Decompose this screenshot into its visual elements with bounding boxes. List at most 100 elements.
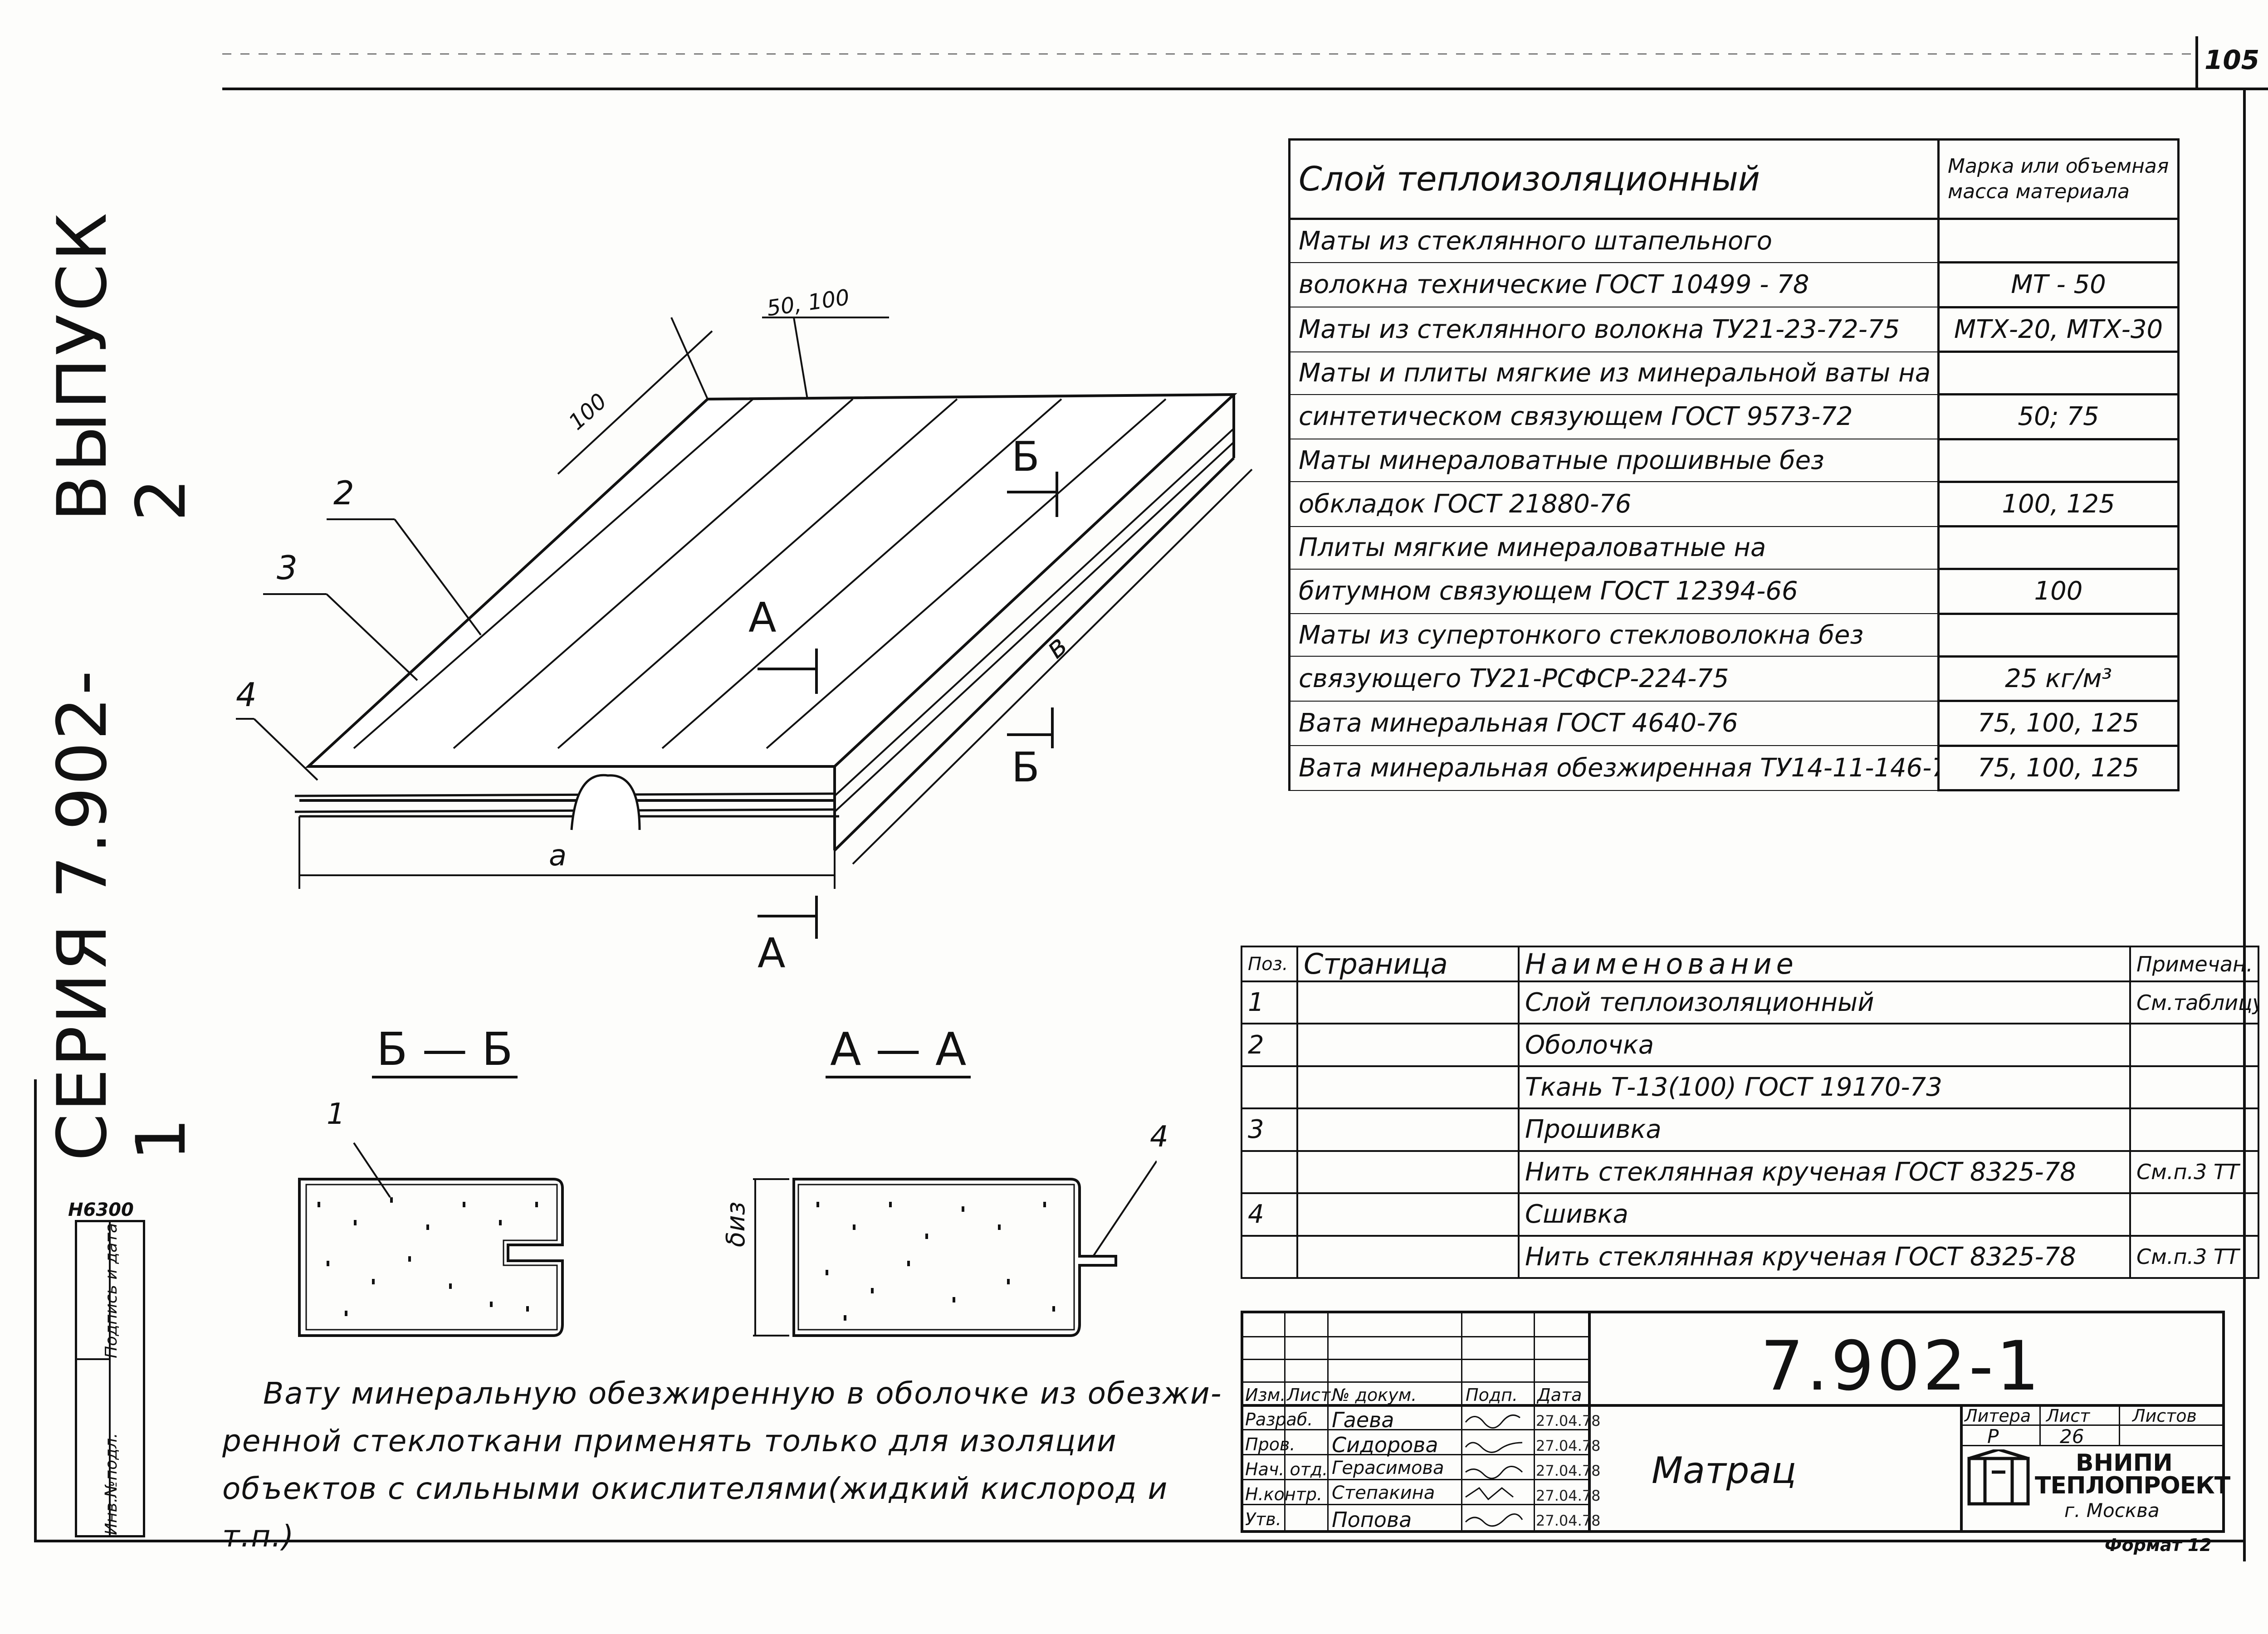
spec-row: Ткань Т-13(100) ГОСТ 19170-73 [1241, 1065, 2259, 1110]
materials-row: Маты и плиты мягкие из минеральной ваты … [1288, 351, 2180, 396]
role-label: Разраб. [1245, 1410, 1313, 1429]
section-mark-a-bottom: А [758, 930, 786, 977]
col-izm: Изм. [1245, 1385, 1286, 1405]
role-label: Пров. [1245, 1434, 1295, 1454]
col-sign: Подп. [1466, 1385, 1518, 1405]
role-date: 27.04.78 [1536, 1412, 1601, 1429]
usage-note: Вату минеральную обезжиренную в оболочке… [222, 1370, 1238, 1560]
spec-header: Поз. Страница Наименование Примечан. [1241, 946, 2259, 982]
section-mark-b-bottom: Б [1012, 744, 1040, 791]
role-name: Сидорова [1332, 1433, 1438, 1457]
callout-2: 2 [333, 474, 354, 512]
materials-row: Маты из стеклянного штапельного [1288, 217, 2180, 264]
section-aa-title: А — А [826, 1023, 971, 1078]
role-date: 27.04.78 [1536, 1462, 1601, 1479]
frame-bottom [34, 1540, 2245, 1542]
inv-code: Н6300 [68, 1200, 134, 1220]
spec-header-page: Страница [1296, 946, 1520, 982]
materials-row: Маты из супертонкого стекловолокна без [1288, 612, 2180, 658]
role-date: 27.04.78 [1536, 1512, 1601, 1529]
signatures [1465, 1414, 1523, 1527]
stitch-lines [353, 398, 1167, 749]
insulation-dots [318, 1197, 1055, 1321]
inv-stamp-box: Инв.№подл. Подпись и дата [75, 1220, 145, 1537]
series-label: СЕРИЯ 7.902-1 [43, 668, 201, 1161]
col-date: Дата [1537, 1385, 1582, 1405]
litera-label: Литера [1965, 1406, 2031, 1426]
section-bb-profile [298, 1142, 564, 1337]
materials-row: Плиты мягкие минераловатные на [1288, 525, 2180, 571]
callout-3: 3 [277, 549, 298, 587]
materials-row: Вата минеральная обезжиренная ТУ14-11-14… [1288, 744, 2180, 792]
inv-label: Инв.№подл. [102, 1433, 121, 1535]
issue-label: ВЫПУСК 2 [43, 210, 201, 522]
section-mark-b-top: Б [1012, 433, 1040, 481]
role-label: Утв. [1245, 1509, 1281, 1529]
top-rule [222, 88, 2268, 90]
page-number: 105 [2204, 44, 2260, 75]
section-cut-marks [758, 472, 1058, 939]
doc-number: 7.902-1 [1760, 1327, 2042, 1406]
role-date: 27.04.78 [1536, 1487, 1601, 1504]
mattress-isometric [236, 317, 1253, 939]
org-city: г. Москва [2064, 1499, 2160, 1522]
org-line1: ВНИПИ [2076, 1449, 2173, 1477]
section-bb-title: Б — Б [372, 1023, 518, 1078]
dimension-lines [298, 317, 1253, 889]
col-list: Лист [1287, 1385, 1331, 1405]
spec-header-pos: Поз. [1241, 946, 1298, 982]
section-mark-a-top: А [748, 594, 777, 642]
callout-4: 4 [236, 676, 257, 714]
usage-note-line: ренной стеклоткани применять только для … [222, 1424, 1117, 1458]
section-aa-profile [753, 1160, 1157, 1337]
sheet-value: 26 [2060, 1425, 2084, 1448]
role-name: Герасимова [1332, 1458, 1444, 1478]
section-profiles [298, 1142, 1157, 1337]
spec-header-note: Примечан. [2129, 946, 2259, 982]
sheets-label: Листов [2132, 1406, 2197, 1426]
materials-header: Слой теплоизоляционный Марка или объемна… [1288, 138, 2180, 220]
materials-row: Маты минераловатные прошивные без [1288, 438, 2180, 483]
materials-row: Маты из стеклянного волокна ТУ21-23-72-7… [1288, 306, 2180, 353]
materials-header-mark: Марка или объемная масса материала [1937, 138, 2180, 220]
org-line2: ТЕПЛОПРОЕКТ [2035, 1472, 2230, 1499]
frame-right [2243, 88, 2246, 1561]
materials-header-layer: Слой теплоизоляционный [1288, 138, 1940, 220]
sheet-label: Лист [2046, 1406, 2090, 1426]
role-name: Попова [1332, 1507, 1412, 1532]
org-logo-icon [1967, 1449, 2030, 1506]
title-block: Изм. Лист № докум. Подп. Дата Разраб. Га… [1241, 1311, 2230, 1533]
leader-lines [236, 518, 482, 781]
section-aa-callout: 4 [1150, 1120, 1168, 1154]
dim-a: а [549, 839, 567, 873]
role-label: Н.контр. [1245, 1484, 1323, 1504]
role-date: 27.04.78 [1536, 1437, 1601, 1454]
role-name: Степакина [1332, 1483, 1435, 1503]
col-doc: № докум. [1332, 1385, 1417, 1405]
materials-table: Слой теплоизоляционный Марка или объемна… [1288, 138, 2180, 792]
role-label: Нач. отд. [1245, 1459, 1328, 1479]
format-label: Формат 12 [2105, 1535, 2212, 1555]
page-number-box: 105 [2195, 36, 2260, 88]
spec-header-name: Наименование [1518, 946, 2131, 982]
section-bb-callout: 1 [327, 1097, 345, 1131]
litera-value: Р [1987, 1425, 1999, 1448]
usage-note-line: объектов с сильными окислителями(жидкий … [222, 1471, 1168, 1554]
item-name: Матрац [1652, 1449, 1796, 1492]
frame-left [34, 1079, 37, 1542]
sign-label: Подпись и дата [102, 1223, 121, 1358]
